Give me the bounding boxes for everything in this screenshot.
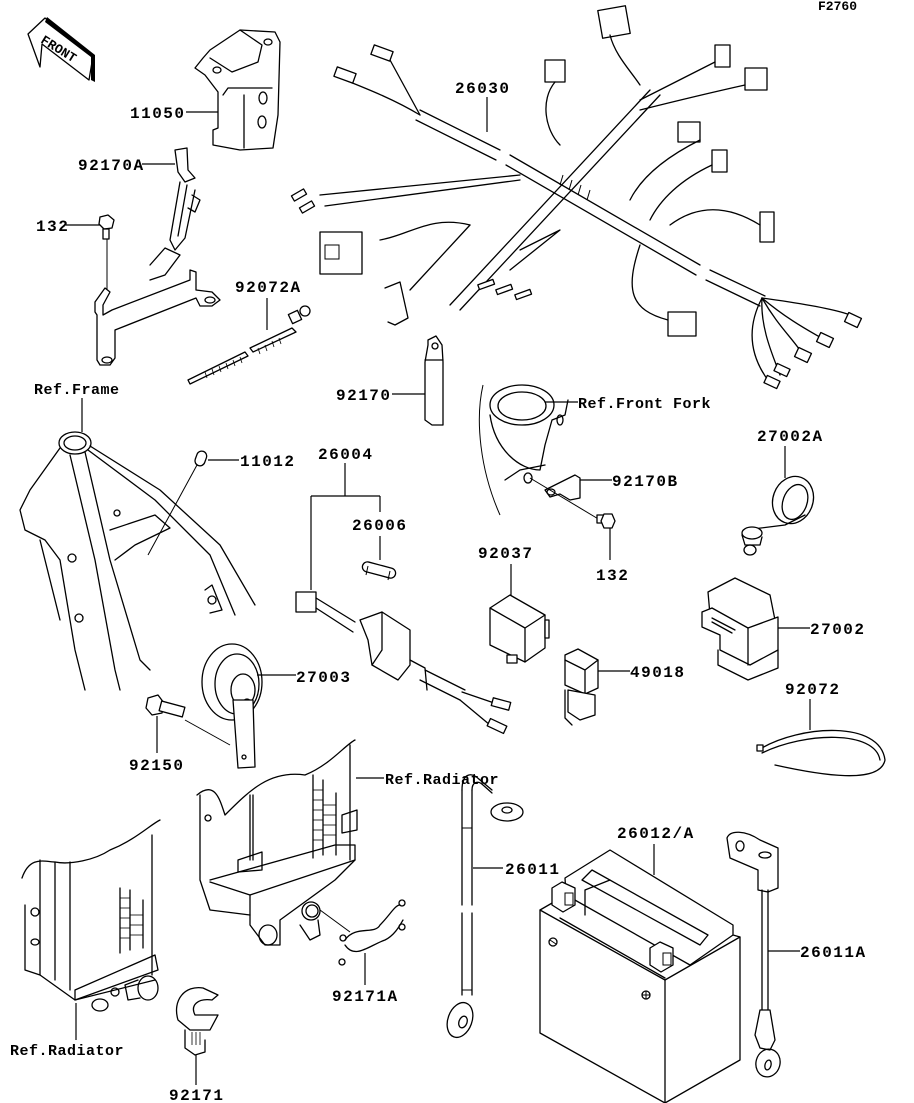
part-49018-relay[interactable] xyxy=(564,648,599,726)
part-26004-ignition-coil[interactable] xyxy=(295,591,512,735)
part-26030-wiring-harness[interactable] xyxy=(290,5,863,390)
part-92150-bolt[interactable] xyxy=(145,694,231,746)
part-92171-clamp[interactable] xyxy=(175,987,219,1056)
ref-label-radiator-left: Ref.Radiator xyxy=(10,1043,124,1060)
callout-27002[interactable]: 27002 xyxy=(810,621,866,639)
ref-front-fork-drawing xyxy=(478,384,569,516)
callout-92072A[interactable]: 92072A xyxy=(235,279,302,297)
part-92170A-clamp[interactable] xyxy=(169,147,201,251)
front-arrow-icon: FRONT xyxy=(27,17,95,82)
part-92072-cable-tie[interactable] xyxy=(756,729,886,777)
part-26012A-battery[interactable] xyxy=(539,849,741,1103)
callout-92150[interactable]: 92150 xyxy=(129,757,185,775)
callout-92170B[interactable]: 92170B xyxy=(612,473,679,491)
callout-26012A[interactable]: 26012/A xyxy=(617,825,695,843)
callout-26030[interactable]: 26030 xyxy=(455,80,511,98)
callout-132-fork[interactable]: 132 xyxy=(596,567,629,585)
ref-radiator-right-drawing xyxy=(196,739,358,946)
callout-49018[interactable]: 49018 xyxy=(630,664,686,682)
part-132-bolt[interactable] xyxy=(98,214,115,290)
callout-92037[interactable]: 27002A xyxy=(757,428,824,446)
part-132-bolt-fork[interactable] xyxy=(596,513,616,529)
callout-27003[interactable]: 27003 xyxy=(296,669,352,687)
ref-label-front-fork: Ref.Front Fork xyxy=(578,396,711,413)
callout-11012[interactable]: 11012 xyxy=(240,453,296,471)
part-27002A-relay[interactable] xyxy=(489,594,550,664)
part-26011-battery-cable[interactable] xyxy=(443,774,524,1041)
part-11050-bracket[interactable] xyxy=(194,29,281,151)
ref-radiator-left-drawing xyxy=(21,819,161,1012)
callout-11050[interactable]: 11050 xyxy=(130,105,186,123)
part-92072A-cable-tie[interactable] xyxy=(187,305,311,385)
part-92037-clamp[interactable] xyxy=(741,471,820,556)
part-92170B-clip[interactable] xyxy=(529,474,601,521)
callout-26011A[interactable]: 26011A xyxy=(800,944,867,962)
part-11012-cap[interactable] xyxy=(147,450,208,556)
part-26006-fuse[interactable] xyxy=(361,561,397,581)
ecu-mount-bracket xyxy=(94,247,221,366)
part-27002-relay[interactable] xyxy=(701,577,779,681)
callout-132-top[interactable]: 132 xyxy=(36,218,69,236)
part-26011A-battery-cable[interactable] xyxy=(726,831,783,1079)
callout-92170A[interactable]: 92170A xyxy=(78,157,145,175)
ref-label-frame: Ref.Frame xyxy=(34,382,120,399)
callout-92171A[interactable]: 92171A xyxy=(332,988,399,1006)
callout-26004[interactable]: 26004 xyxy=(318,446,374,464)
callout-26011[interactable]: 26011 xyxy=(505,861,561,879)
callout-92072[interactable]: 92072 xyxy=(785,681,841,699)
ref-frame-drawing xyxy=(19,431,256,691)
part-27003-horn[interactable] xyxy=(201,643,263,769)
ref-label-radiator-right: Ref.Radiator xyxy=(385,772,499,789)
part-92170-strap[interactable] xyxy=(424,335,444,426)
callout-92170[interactable]: 92170 xyxy=(336,387,392,405)
figure-id: F2760 xyxy=(818,0,857,14)
part-92171A-clip[interactable] xyxy=(319,899,406,966)
callout-92171[interactable]: 92171 xyxy=(169,1087,225,1103)
callout-27002A[interactable]: 92037 xyxy=(478,545,534,563)
callout-26006[interactable]: 26006 xyxy=(352,517,408,535)
